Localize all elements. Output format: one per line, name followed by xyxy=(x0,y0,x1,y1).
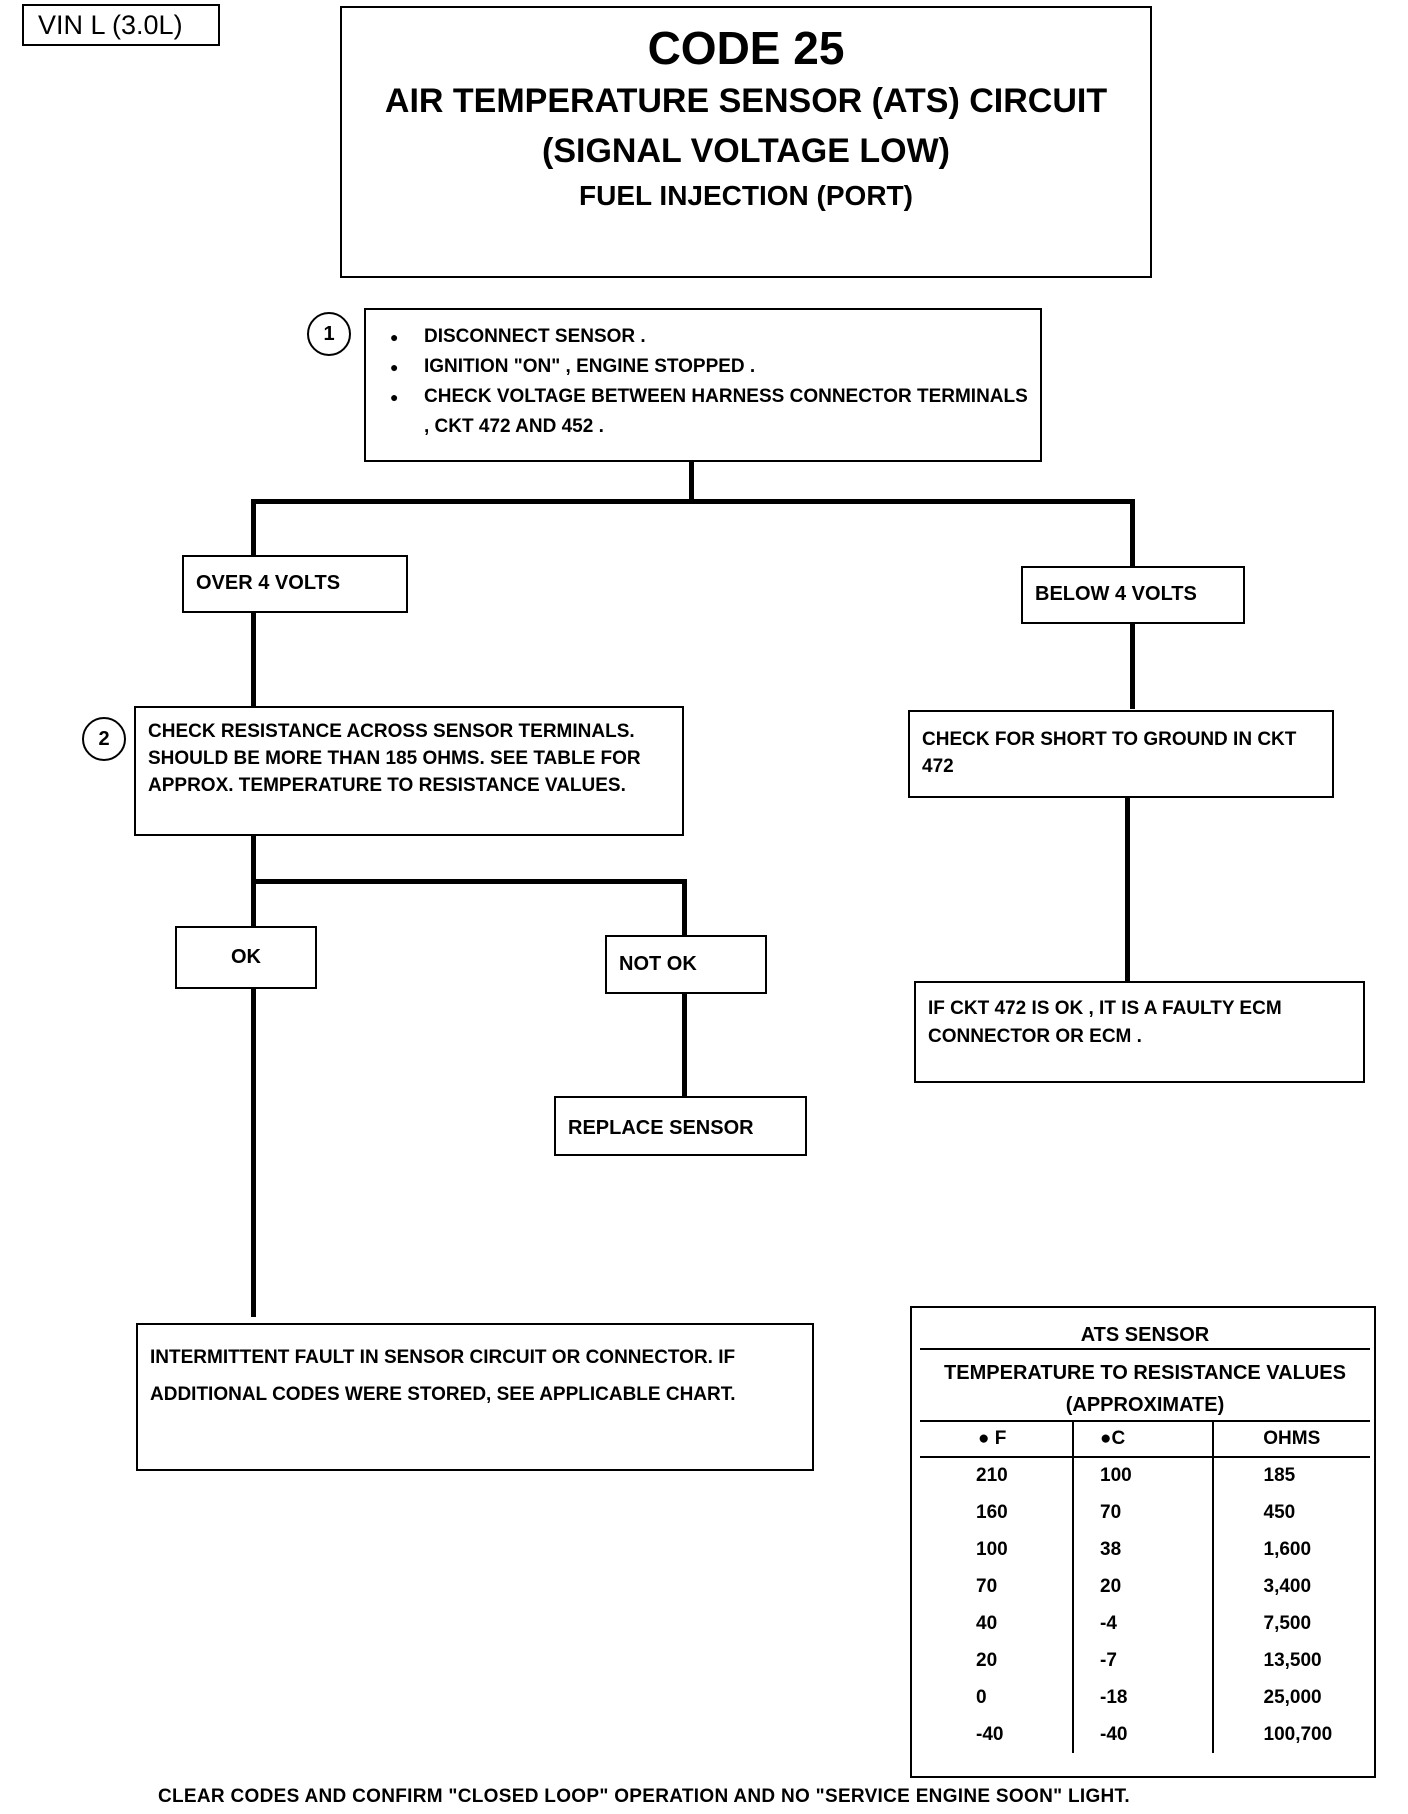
step-1-bullet: IGNITION "ON" , ENGINE STOPPED . xyxy=(380,352,1030,382)
header-celsius: ●C xyxy=(1073,1421,1214,1457)
over-4-volts-box: OVER 4 VOLTS xyxy=(182,555,408,613)
cell-ohms: 25,000 xyxy=(1263,1686,1322,1708)
cell-celsius: 70 xyxy=(1073,1494,1214,1531)
step-1-box: DISCONNECT SENSOR . IGNITION "ON" , ENGI… xyxy=(364,308,1042,462)
intermittent-box: INTERMITTENT FAULT IN SENSOR CIRCUIT OR … xyxy=(136,1323,814,1471)
connector-line xyxy=(1130,623,1135,709)
cell-fahrenheit: 20 xyxy=(920,1642,1074,1679)
connector-line xyxy=(682,879,687,936)
not-ok-box: NOT OK xyxy=(605,935,767,994)
connector-line xyxy=(251,499,1135,504)
cell-fahrenheit: 70 xyxy=(920,1568,1074,1605)
check-short-text: CHECK FOR SHORT TO GROUND IN CKT 472 xyxy=(922,729,1297,777)
title-box: CODE 25 AIR TEMPERATURE SENSOR (ATS) CIR… xyxy=(340,6,1152,278)
connector-line xyxy=(251,879,687,884)
table-header-row: ● F ●C OHMS xyxy=(920,1421,1370,1457)
cell-celsius: 38 xyxy=(1073,1531,1214,1568)
title-circuit: AIR TEMPERATURE SENSOR (ATS) CIRCUIT xyxy=(384,82,1108,120)
connector-line xyxy=(689,462,694,504)
replace-sensor-box: REPLACE SENSOR xyxy=(554,1096,807,1156)
cell-fahrenheit: -40 xyxy=(920,1716,1074,1753)
vin-label: VIN L (3.0L) xyxy=(22,4,220,46)
table-row: 40-4 7,500 xyxy=(920,1605,1370,1642)
cell-fahrenheit: 100 xyxy=(920,1531,1074,1568)
cell-ohms: 3,400 xyxy=(1263,1575,1312,1597)
table-subtitle-approximate: (APPROXIMATE) xyxy=(1065,1394,1225,1416)
below-4-volts-box: BELOW 4 VOLTS xyxy=(1021,566,1245,624)
cell-ohms: 13,500 xyxy=(1263,1649,1322,1671)
title-condition: (SIGNAL VOLTAGE LOW) xyxy=(542,132,950,170)
connector-line xyxy=(682,992,687,1098)
code-title: CODE 25 xyxy=(647,22,845,74)
cell-celsius: 100 xyxy=(1073,1457,1214,1494)
connector-line xyxy=(1125,797,1130,982)
table-row: 0-18 25,000 xyxy=(920,1679,1370,1716)
ok-label: OK xyxy=(231,946,261,968)
step-2-box: CHECK RESISTANCE ACROSS SENSOR TERMINALS… xyxy=(134,706,684,836)
cell-fahrenheit: 40 xyxy=(920,1605,1074,1642)
cell-ohms: 1,600 xyxy=(1263,1538,1312,1560)
step-1-marker: 1 xyxy=(307,312,351,356)
over-4-volts-label: OVER 4 VOLTS xyxy=(196,572,341,594)
connector-line xyxy=(251,987,256,1317)
faulty-ecm-text: IF CKT 472 IS OK , IT IS A FAULTY ECM CO… xyxy=(928,998,1282,1047)
cell-fahrenheit: 0 xyxy=(920,1679,1074,1716)
ats-sensor-table-box: ATS SENSOR TEMPERATURE TO RESISTANCE VAL… xyxy=(910,1306,1376,1778)
step-1-bullet: DISCONNECT SENSOR . xyxy=(380,322,1030,352)
cell-celsius: -4 xyxy=(1073,1605,1214,1642)
table-subtitle: TEMPERATURE TO RESISTANCE VALUES xyxy=(944,1362,1346,1384)
cell-celsius: -40 xyxy=(1073,1716,1214,1753)
ok-box: OK xyxy=(175,926,317,989)
table-row: -40-40 100,700 xyxy=(920,1716,1370,1753)
intermittent-text: INTERMITTENT FAULT IN SENSOR CIRCUIT OR … xyxy=(150,1347,736,1405)
cell-fahrenheit: 210 xyxy=(920,1457,1074,1494)
table-title: ATS SENSOR xyxy=(920,1322,1370,1350)
step-2-marker: 2 xyxy=(82,717,126,761)
cell-ohms: 450 xyxy=(1263,1501,1296,1523)
connector-line xyxy=(1130,499,1135,567)
cell-celsius: -7 xyxy=(1073,1642,1214,1679)
cell-celsius: 20 xyxy=(1073,1568,1214,1605)
cell-fahrenheit: 160 xyxy=(920,1494,1074,1531)
header-ohms: OHMS xyxy=(1263,1428,1321,1449)
cell-ohms: 7,500 xyxy=(1263,1612,1312,1634)
cell-ohms: 185 xyxy=(1263,1465,1296,1486)
faulty-ecm-box: IF CKT 472 IS OK , IT IS A FAULTY ECM CO… xyxy=(914,981,1365,1083)
header-fahrenheit: ● F xyxy=(920,1421,1074,1457)
below-4-volts-label: BELOW 4 VOLTS xyxy=(1035,583,1197,605)
title-system: FUEL INJECTION (PORT) xyxy=(579,180,913,211)
footer-instruction: CLEAR CODES AND CONFIRM "CLOSED LOOP" OP… xyxy=(158,1786,1130,1807)
check-short-box: CHECK FOR SHORT TO GROUND IN CKT 472 xyxy=(908,710,1334,798)
step-1-bullet: CHECK VOLTAGE BETWEEN HARNESS CONNECTOR … xyxy=(380,382,1030,442)
connector-line xyxy=(251,499,256,557)
cell-ohms: 100,700 xyxy=(1263,1723,1333,1745)
replace-sensor-label: REPLACE SENSOR xyxy=(568,1117,754,1139)
cell-celsius: -18 xyxy=(1073,1679,1214,1716)
not-ok-label: NOT OK xyxy=(619,953,697,975)
step-2-text: CHECK RESISTANCE ACROSS SENSOR TERMINALS… xyxy=(148,721,641,796)
table-row: 20-7 13,500 xyxy=(920,1642,1370,1679)
connector-line xyxy=(251,611,256,708)
